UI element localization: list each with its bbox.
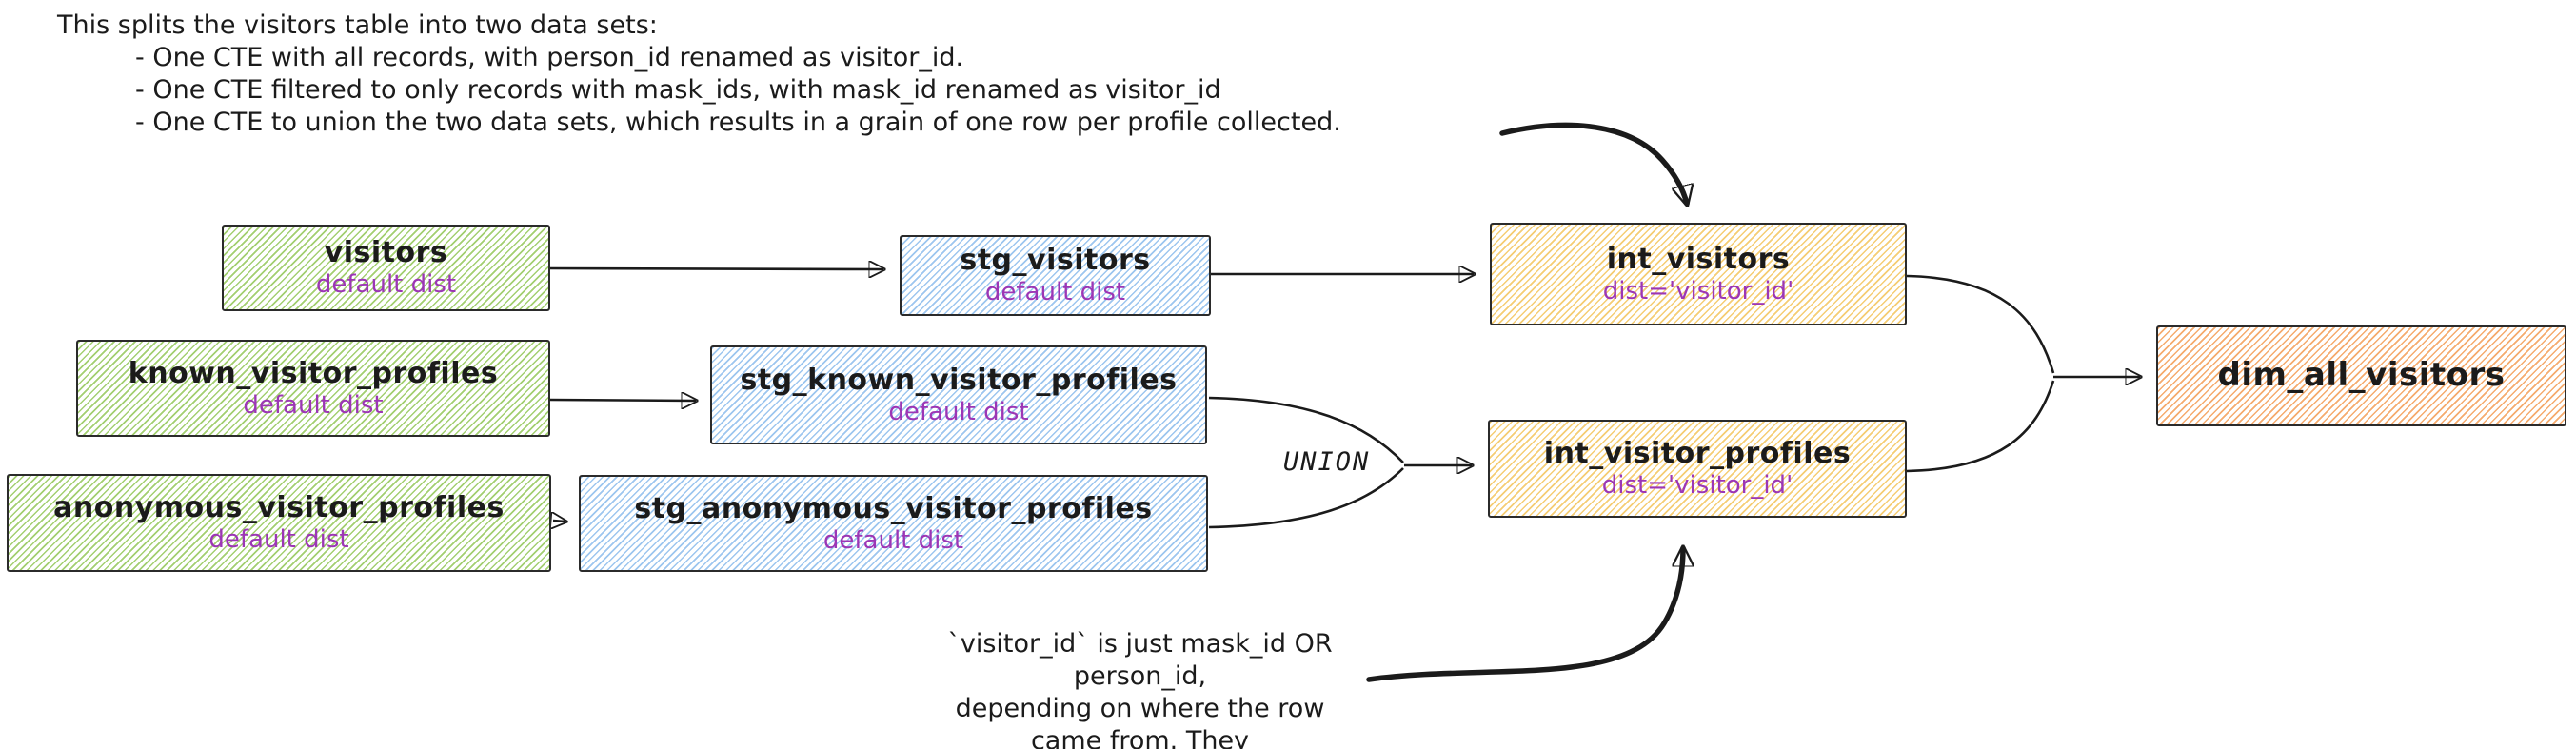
- node-title: anonymous_visitor_profiles: [53, 491, 505, 525]
- node-subtitle: default dist: [208, 525, 349, 555]
- node-title: visitors: [324, 236, 448, 270]
- edge-int-visitors-to-merge: [1906, 274, 2055, 374]
- node-stg-visitors[interactable]: stg_visitors default dist: [900, 235, 1211, 316]
- bottom-note-arrow: [1366, 548, 1683, 682]
- node-subtitle: default dist: [243, 390, 384, 420]
- node-title: dim_all_visitors: [2217, 356, 2506, 395]
- node-int-visitor-profiles[interactable]: int_visitor_profiles dist='visitor_id': [1488, 420, 1907, 518]
- annotation-bullet: - One CTE to union the two data sets, wh…: [135, 108, 1341, 137]
- node-subtitle: default dist: [315, 270, 457, 300]
- node-title: int_visitor_profiles: [1543, 437, 1852, 471]
- node-subtitle: default dist: [984, 278, 1126, 307]
- top-note-arrow: [1499, 122, 1687, 204]
- edge-stg-anon-to-union: [1208, 467, 1404, 529]
- edge-anon-to-stg-anon: [553, 521, 565, 522]
- annotation-bullet: - One CTE filtered to only records with …: [135, 75, 1221, 105]
- node-stg-anonymous-visitor-profiles[interactable]: stg_anonymous_visitor_profiles default d…: [579, 475, 1208, 572]
- node-subtitle: default dist: [822, 525, 964, 555]
- annotation-bullet: - One CTE with all records, with person_…: [135, 43, 964, 72]
- edge-int-profiles-to-merge: [1906, 380, 2055, 473]
- top-annotation: This splits the visitors table into two …: [57, 10, 1341, 139]
- edge-visitors-to-stg-visitors: [549, 268, 883, 269]
- node-subtitle: dist='visitor_id': [1602, 276, 1794, 306]
- annotation-line: This splits the visitors table into two …: [57, 10, 658, 40]
- union-label: UNION: [1283, 447, 1371, 477]
- node-visitors[interactable]: visitors default dist: [222, 225, 550, 311]
- node-title: stg_anonymous_visitor_profiles: [634, 491, 1153, 525]
- bottom-annotation: `visitor_id` is just mask_id OR person_i…: [928, 628, 1352, 749]
- node-title: known_visitor_profiles: [128, 356, 499, 390]
- node-anonymous-visitor-profiles[interactable]: anonymous_visitor_profiles default dist: [7, 474, 551, 572]
- node-title: int_visitors: [1606, 242, 1791, 276]
- node-dim-all-visitors[interactable]: dim_all_visitors: [2156, 325, 2566, 426]
- node-stg-known-visitor-profiles[interactable]: stg_known_visitor_profiles default dist: [710, 345, 1207, 444]
- annotation-line: depending on where the row came from. Th…: [955, 694, 1325, 749]
- node-title: stg_known_visitor_profiles: [740, 363, 1178, 397]
- node-title: stg_visitors: [960, 244, 1151, 278]
- node-subtitle: default dist: [888, 397, 1029, 426]
- node-subtitle: dist='visitor_id': [1601, 471, 1793, 501]
- node-known-visitor-profiles[interactable]: known_visitor_profiles default dist: [76, 340, 550, 437]
- edge-known-to-stg-known: [549, 400, 696, 401]
- annotation-line: `visitor_id` is just mask_id OR person_i…: [947, 629, 1333, 691]
- node-int-visitors[interactable]: int_visitors dist='visitor_id': [1490, 223, 1907, 325]
